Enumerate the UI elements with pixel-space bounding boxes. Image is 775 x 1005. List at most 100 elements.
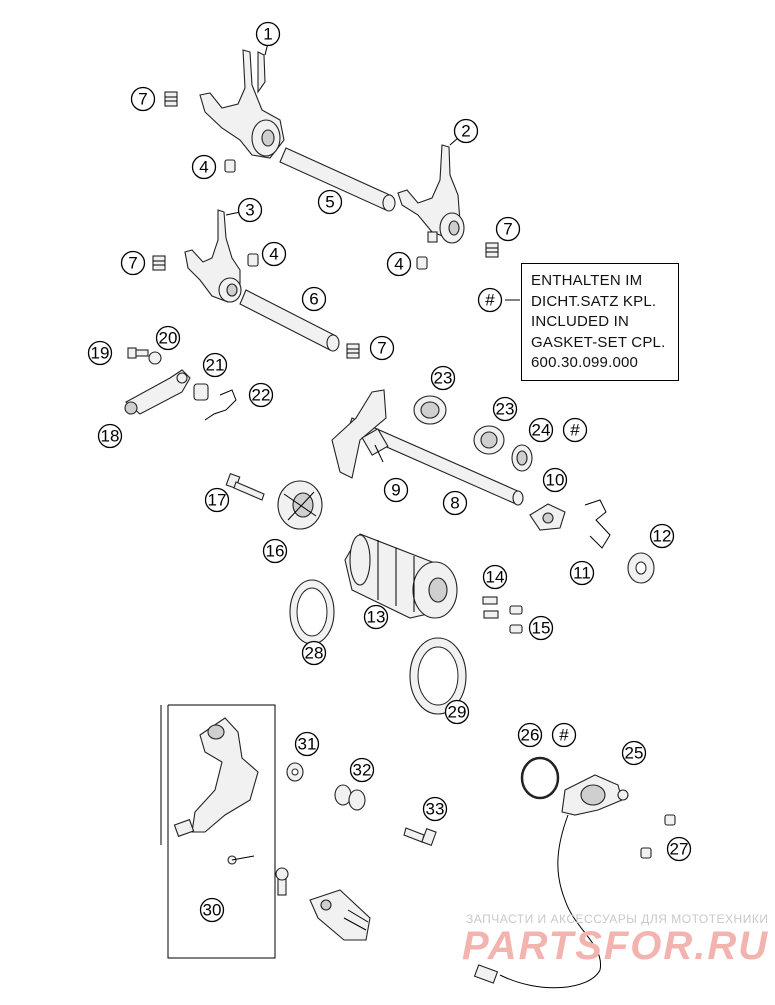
callout-hash-b: #: [562, 417, 588, 443]
spring-7a: [164, 91, 178, 107]
svg-text:32: 32: [353, 761, 372, 780]
svg-text:29: 29: [448, 703, 467, 722]
svg-text:#: #: [559, 726, 569, 745]
callout-24: 24: [528, 417, 554, 443]
svg-text:7: 7: [138, 90, 147, 109]
note-line-3: INCLUDED IN: [531, 313, 630, 330]
callout-18: 18: [97, 423, 123, 449]
spring-14: [482, 596, 499, 619]
callout-8: 8: [442, 490, 468, 516]
callout-6: 6: [301, 286, 327, 312]
svg-text:25: 25: [625, 744, 644, 763]
svg-text:21: 21: [206, 356, 225, 375]
svg-text:4: 4: [269, 245, 278, 264]
callout-30: 30: [199, 897, 225, 923]
watermark-logo: PARTSFOR.RU: [462, 924, 770, 968]
svg-text:23: 23: [496, 400, 515, 419]
washer-32: [334, 784, 366, 811]
shift-fork-shaft-6: [239, 289, 340, 352]
watermark-tagline: ЗАПЧАСТИ И АКСЕССУАРЫ ДЛЯ МОТОТЕХНИКИ: [466, 912, 769, 926]
needle-bearing-23a: [413, 395, 447, 425]
shift-lever-30: [173, 717, 259, 865]
guide-roller-4c: [416, 256, 428, 270]
note-line-1: ENTHALTEN IM: [531, 272, 643, 289]
shift-lever-18: [124, 369, 191, 415]
bushing-21: [193, 383, 209, 401]
svg-text:19: 19: [91, 344, 110, 363]
svg-text:31: 31: [298, 735, 317, 754]
shift-lever-10: [529, 503, 566, 531]
callout-31: 31: [294, 731, 320, 757]
svg-text:4: 4: [199, 158, 208, 177]
svg-text:8: 8: [450, 494, 459, 513]
svg-text:22: 22: [252, 386, 271, 405]
callout-25: 25: [621, 740, 647, 766]
callout-23b: 23: [492, 396, 518, 422]
pin-15: [509, 605, 523, 634]
callout-26: 26: [517, 722, 543, 748]
callout-22: 22: [248, 382, 274, 408]
callout-12: 12: [649, 523, 675, 549]
svg-text:7: 7: [503, 220, 512, 239]
gasket-set-note: ENTHALTEN IM DICHT.SATZ KPL. INCLUDED IN…: [521, 263, 679, 381]
spring-7c: [485, 242, 499, 258]
note-line-4: GASKET-SET CPL.: [531, 333, 666, 351]
callout-11: 11: [569, 560, 595, 586]
svg-text:30: 30: [203, 901, 222, 920]
svg-text:7: 7: [377, 339, 386, 358]
svg-text:#: #: [570, 421, 580, 440]
callout-4c: 4: [386, 251, 412, 277]
callout-4a: 4: [191, 154, 217, 180]
callout-4b: 4: [261, 241, 287, 267]
svg-text:1: 1: [263, 25, 272, 44]
note-line-2: DICHT.SATZ KPL.: [531, 292, 657, 310]
svg-text:33: 33: [426, 800, 445, 819]
bearing-28: [289, 579, 335, 645]
callout-16: 16: [262, 538, 288, 564]
guide-roller-4a: [224, 159, 236, 173]
svg-text:28: 28: [305, 644, 324, 663]
svg-text:4: 4: [394, 255, 403, 274]
callout-2: 2: [453, 118, 479, 144]
callout-13: 13: [363, 604, 389, 630]
svg-text:14: 14: [486, 568, 505, 587]
shift-fork-2: [397, 144, 465, 244]
svg-text:11: 11: [573, 564, 591, 583]
shift-fork-3: [184, 209, 242, 303]
svg-text:12: 12: [653, 527, 672, 546]
shift-drum-locating-16: [277, 480, 323, 530]
svg-text:6: 6: [309, 290, 318, 309]
svg-text:5: 5: [325, 193, 334, 212]
svg-text:24: 24: [532, 421, 551, 440]
guide-roller-4b: [247, 253, 259, 267]
callout-3: 3: [237, 197, 263, 223]
shift-fork-shaft-5: [279, 147, 396, 212]
washer-12: [627, 552, 655, 584]
svg-text:18: 18: [101, 427, 120, 446]
shift-lever-30-bracket: [160, 704, 276, 959]
bearing-29: [409, 637, 467, 715]
shift-pedal-tip-30: [309, 889, 371, 941]
svg-text:10: 10: [546, 471, 565, 490]
return-spring-11: [584, 499, 611, 549]
callout-23a: 23: [430, 365, 456, 391]
callout-10: 10: [542, 467, 568, 493]
callout-7d: 7: [369, 335, 395, 361]
callout-hash-c: #: [551, 722, 577, 748]
svg-text:26: 26: [521, 726, 540, 745]
screw-17: [225, 472, 265, 501]
callout-14: 14: [482, 564, 508, 590]
callout-21: 21: [202, 352, 228, 378]
svg-text:9: 9: [391, 481, 400, 500]
spring-7b: [152, 255, 166, 271]
svg-text:23: 23: [434, 369, 453, 388]
gear-position-sensor-25: [473, 774, 629, 989]
callout-32: 32: [349, 757, 375, 783]
pin-30: [275, 867, 289, 896]
note-part-number: 600.30.099.000: [531, 354, 639, 371]
shaft-seal-24: [511, 444, 533, 472]
shift-drum-13: [344, 533, 458, 619]
callout-7a: 7: [130, 86, 156, 112]
screw-27: [640, 814, 676, 859]
